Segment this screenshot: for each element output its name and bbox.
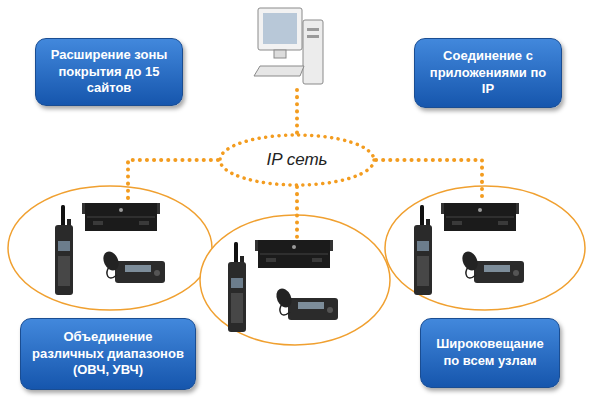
dotted-link (376, 160, 482, 200)
feature-box: Объединение различных диапазонов (ОВЧ, У… (20, 318, 196, 390)
site-equipment (414, 203, 524, 295)
feature-box: Широковещание по всем узлам (420, 318, 560, 388)
dotted-link (295, 90, 299, 133)
dotted-link (128, 160, 218, 200)
ip-links (128, 90, 482, 238)
site-ellipse (385, 186, 585, 310)
computer (254, 8, 323, 84)
feature-text: Соединение с приложениями по IP (423, 48, 553, 99)
monitor-screen (263, 13, 297, 44)
monitor (258, 8, 302, 50)
network-label: IP сеть (266, 150, 327, 170)
pc-drive (307, 28, 319, 31)
keyboard (254, 66, 304, 76)
monitor-stand (274, 50, 286, 58)
feature-text: Широковещание по всем узлам (429, 336, 551, 370)
dotted-link (295, 187, 299, 238)
feature-text: Объединение различных диапазонов (ОВЧ, У… (29, 329, 187, 380)
feature-text: Расширение зоны покрытия до 15 сайтов (44, 47, 174, 98)
site-ellipse (200, 215, 390, 345)
site-equipment (228, 240, 338, 332)
dotted-ellipse (220, 135, 374, 185)
feature-box: Расширение зоны покрытия до 15 сайтов (35, 38, 183, 106)
site-ellipse (8, 186, 212, 310)
feature-box: Соединение с приложениями по IP (414, 38, 562, 108)
site-equipment (55, 203, 165, 295)
pc-drive (307, 35, 319, 38)
pc-tower (303, 20, 323, 84)
network-ellipse: IP сеть (218, 133, 376, 187)
